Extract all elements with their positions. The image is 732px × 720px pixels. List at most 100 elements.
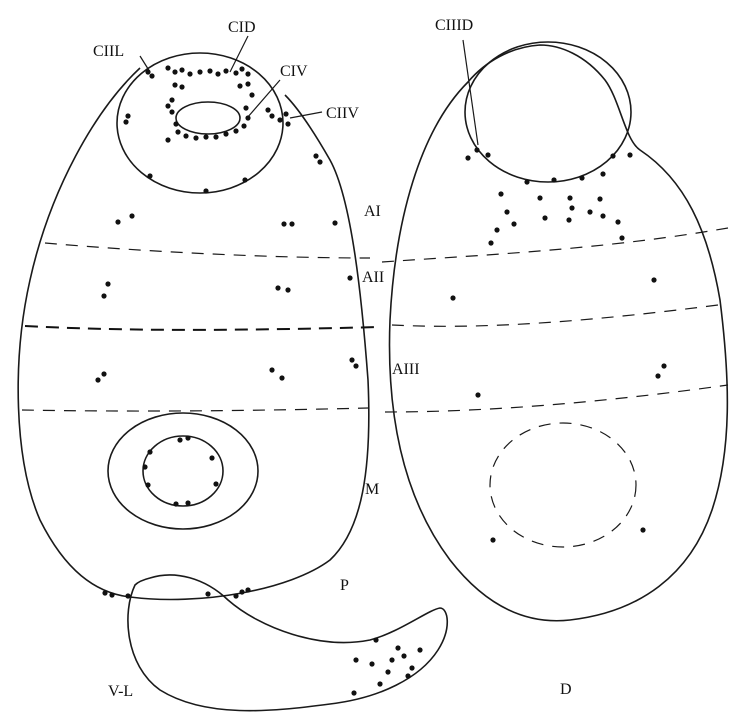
seta-dot [172,69,177,74]
leader-cid [230,36,248,72]
seta-dot [203,188,208,193]
seta-dot [173,121,178,126]
label-ciil: CIIL [93,43,124,60]
seta-dot [353,363,358,368]
seta-dot [265,107,270,112]
seta-dot [597,196,602,201]
segment-line-dorsal-1 [382,228,728,262]
seta-dot [95,377,100,382]
seta-dot [183,133,188,138]
body-outline-dorsal [389,45,727,621]
seta-dot [283,111,288,116]
seta-dot [313,153,318,158]
seta-dot [165,103,170,108]
seta-dot [237,83,242,88]
seta-dot [627,152,632,157]
seta-dot [640,527,645,532]
seta-dot [243,105,248,110]
seta-dot [579,175,584,180]
seta-dot [353,657,358,662]
seta-dot [405,673,410,678]
seta-dot [347,275,352,280]
seta-dot [115,219,120,224]
seta-dot [242,177,247,182]
segment-line-ai-aii [45,243,370,258]
seta-dot [245,587,250,592]
seta-dot [619,235,624,240]
seta-dot [450,295,455,300]
seta-dot [233,593,238,598]
leader-civ [247,80,280,118]
seta-dot [661,363,666,368]
seta-dot [488,240,493,245]
seta-dot [109,592,114,597]
posterior-appendage [128,575,447,711]
seta-dot [241,123,246,128]
seta-dot [542,215,547,220]
seta-dot [373,637,378,642]
seta-dot [175,129,180,134]
label-ai: AI [364,203,381,220]
seta-dot [187,71,192,76]
seta-dot [465,155,470,160]
seta-dot [123,119,128,124]
seta-dot [125,113,130,118]
seta-dot [349,357,354,362]
seta-dot [239,589,244,594]
seta-dot [377,681,382,686]
seta-dot [245,71,250,76]
seta-dot [223,68,228,73]
seta-dot [569,205,574,210]
label-ciiv: CIIV [326,105,359,122]
median-ring-outer [108,413,258,529]
seta-dot [147,173,152,178]
seta-dot [551,177,556,182]
seta-dot [197,69,202,74]
seta-dot [600,213,605,218]
label-aiii: AIII [392,361,420,378]
seta-dot [269,113,274,118]
seta-dot [207,68,212,73]
seta-dot [245,81,250,86]
median-ring-inner [143,436,223,506]
seta-dot [317,159,322,164]
seta-dot [281,221,286,226]
seta-dot [185,500,190,505]
seta-dot [165,65,170,70]
seta-dot [223,131,228,136]
seta-dot [600,171,605,176]
seta-dot [145,69,150,74]
seta-dot [474,147,479,152]
seta-dot [169,97,174,102]
seta-dot [249,92,254,97]
seta-dot [651,277,656,282]
dorsal-view [382,40,728,621]
label-m: M [365,481,379,498]
seta-dot [494,227,499,232]
seta-dot [213,481,218,486]
seta-dot [279,375,284,380]
label-cid: CID [228,19,256,36]
body-outline-ventral [18,68,369,599]
seta-dot [101,371,106,376]
seta-dot [125,593,130,598]
seta-dot [285,287,290,292]
seta-dot [145,482,150,487]
head-capsule-dorsal [465,42,631,182]
setae-dots [95,65,666,695]
seta-dot [289,221,294,226]
seta-dot [149,73,154,78]
seta-dot [490,537,495,542]
seta-dot [389,657,394,662]
seta-dot [205,591,210,596]
ventro-lateral-view [18,36,447,711]
seta-dot [587,209,592,214]
seta-dot [239,66,244,71]
seta-dot [101,293,106,298]
seta-dot [511,221,516,226]
seta-dot [351,690,356,695]
seta-dot [275,285,280,290]
seta-dot [504,209,509,214]
seta-dot [655,373,660,378]
